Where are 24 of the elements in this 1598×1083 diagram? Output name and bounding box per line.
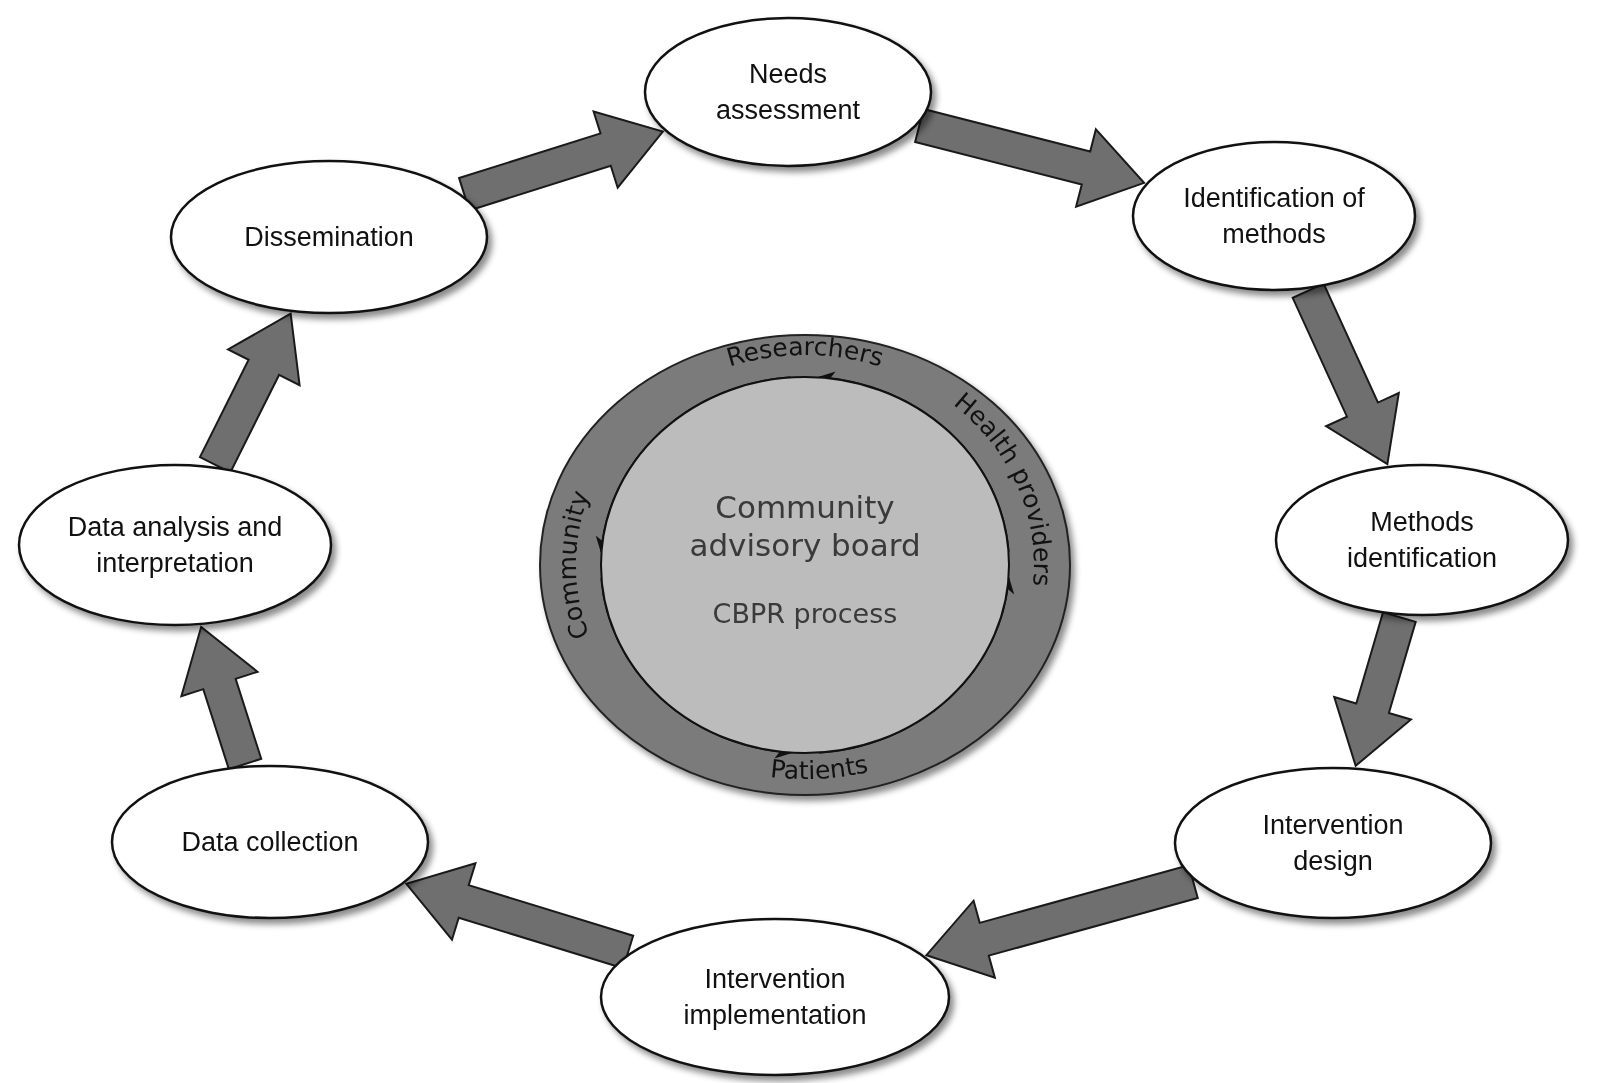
process-ellipse [17,463,333,627]
step-label: Data collection [180,825,360,859]
outer-ring [539,334,1071,796]
process-ellipse [1131,140,1417,292]
step-label: Methods identification [1345,505,1499,575]
process-ellipse [643,16,933,168]
ring-label: Researchers [723,331,887,373]
block-arrow [1332,611,1417,768]
step-label: Intervention implementation [682,962,868,1032]
block-arrow [924,863,1199,980]
process-ellipse [599,917,951,1077]
ring-label: Patients [769,749,871,786]
process-ellipse [1274,463,1570,617]
process-ellipse [110,764,430,920]
step-label: Identification of methods [1182,181,1366,251]
process-ellipse [169,159,489,315]
step-label: Intervention design [1261,808,1405,878]
step-label: Dissemination [243,220,415,254]
step-label: Data analysis and interpretation [66,510,284,580]
step-label: Needs assessment [714,57,862,127]
block-arrow [179,625,263,771]
block-arrow [457,109,665,212]
block-arrow [913,107,1146,209]
process-ellipse [1173,766,1493,920]
